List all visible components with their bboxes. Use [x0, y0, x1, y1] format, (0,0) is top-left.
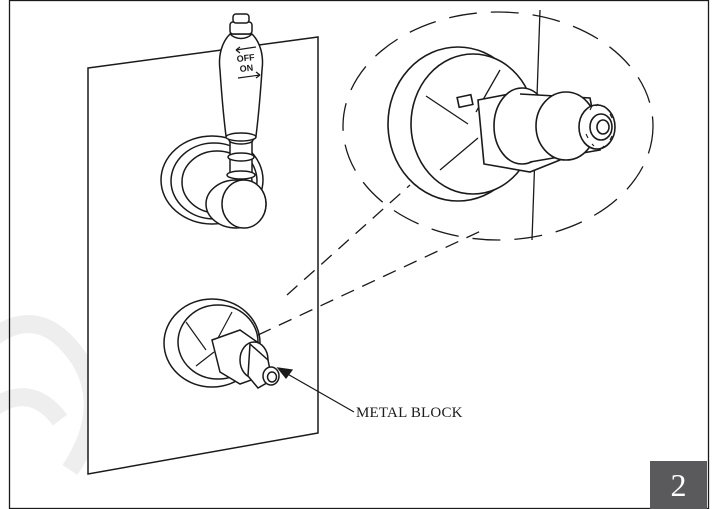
detail-valve-spindle — [477, 87, 616, 173]
step-number: 2 — [670, 467, 687, 503]
step-number-badge: 2 — [650, 461, 707, 509]
lever-handle — [218, 13, 264, 142]
detail-zoom-ellipse — [342, 11, 654, 241]
callout-leader — [276, 367, 355, 413]
wall-plate — [87, 36, 319, 475]
handle-on-label: ON — [239, 63, 253, 74]
watermark — [0, 315, 102, 475]
zoom-connector-lines — [257, 184, 484, 336]
metal-block-label: METAL BLOCK — [356, 405, 463, 421]
lower-valve-spindle — [211, 329, 280, 389]
handle-off-label: OFF — [236, 52, 255, 64]
handle-markings: OFF ON — [235, 46, 261, 79]
